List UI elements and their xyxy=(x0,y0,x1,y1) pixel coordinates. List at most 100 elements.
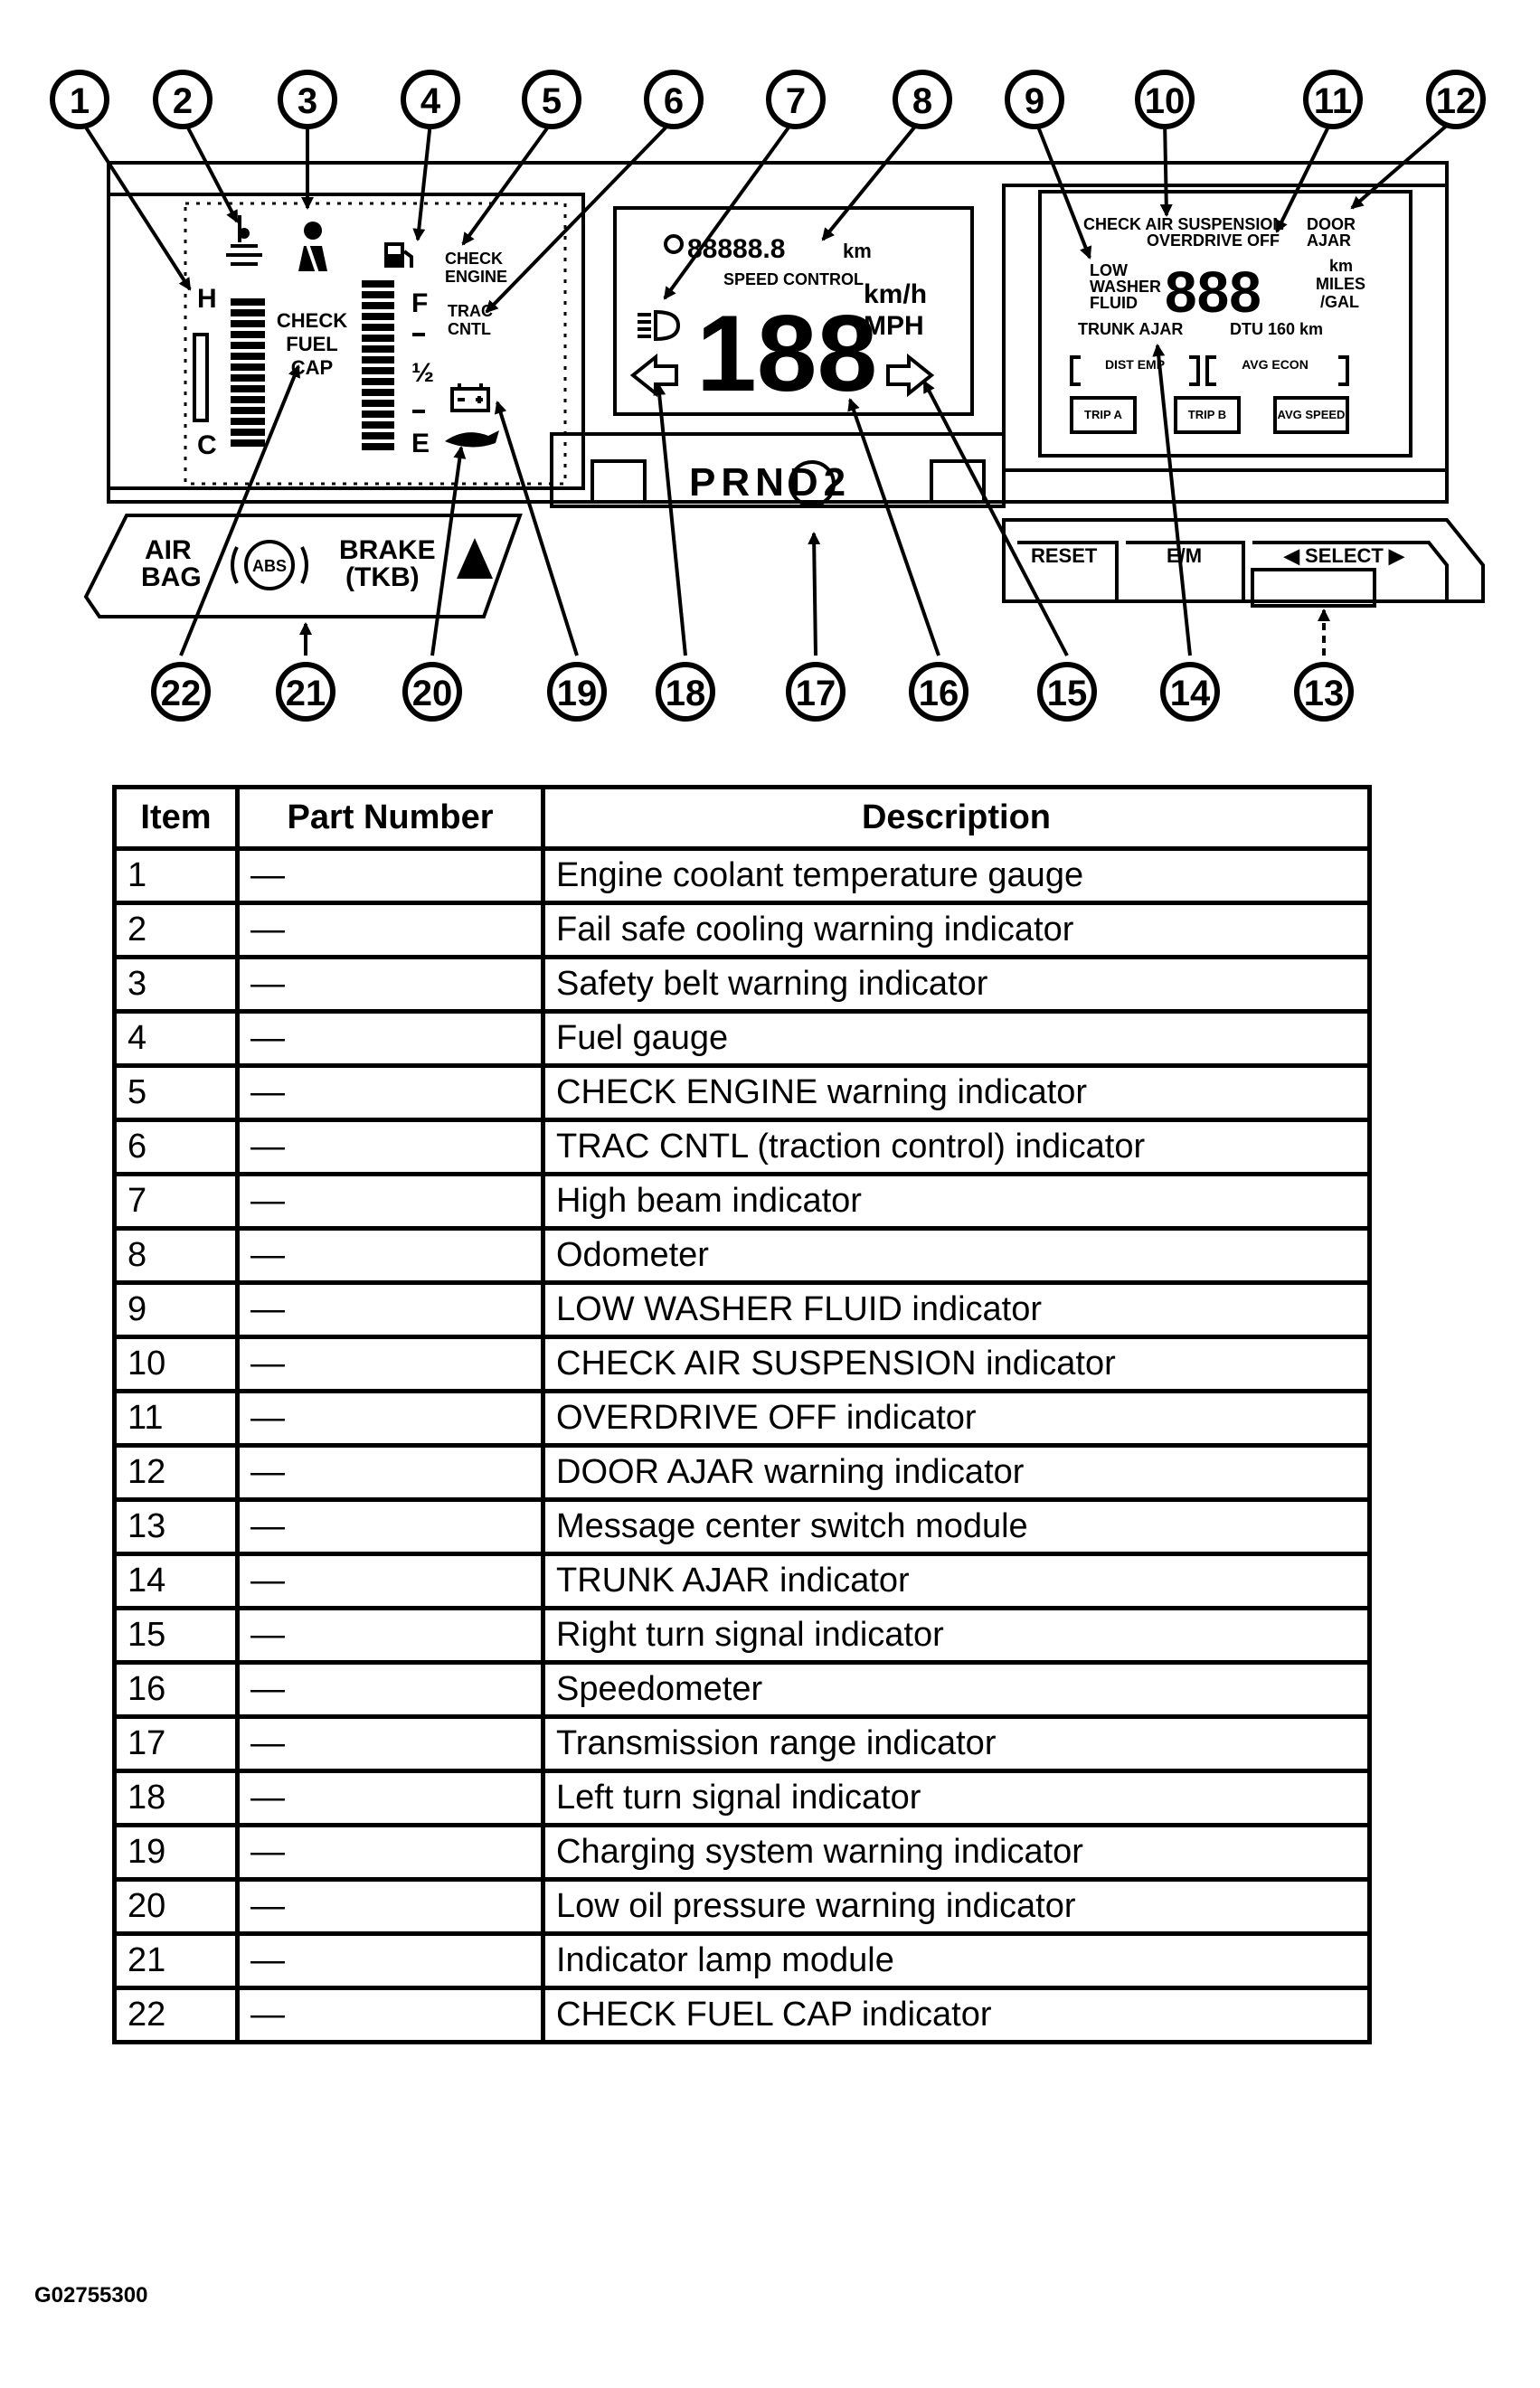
cell-item: 3 xyxy=(112,955,240,1014)
oil-can-icon xyxy=(445,430,499,448)
cell-description: Right turn signal indicator xyxy=(541,1606,1372,1665)
callout-4: 4 xyxy=(401,70,460,129)
instrument-cluster-diagram: H C CHECK FUEL CAP F ½ E CHECK ENG xyxy=(50,70,1486,722)
callout-number: 2 xyxy=(173,81,193,121)
gauge-segment xyxy=(362,356,394,363)
cell-item: 9 xyxy=(112,1280,240,1339)
odometer-unit: km xyxy=(843,240,872,262)
check-fuel-cap-line-2: FUEL xyxy=(286,333,337,355)
cell-item: 18 xyxy=(112,1769,240,1827)
em-switch-label[interactable]: E/M xyxy=(1167,544,1202,567)
cell-part-number: — xyxy=(235,1226,545,1285)
gauge-segment xyxy=(231,353,265,360)
cell-description: Safety belt warning indicator xyxy=(541,955,1372,1014)
select-switch-label[interactable]: ◀ SELECT ▶ xyxy=(1283,544,1405,567)
check-engine-line-1: CHECK xyxy=(445,250,503,268)
cell-part-number: — xyxy=(235,1280,545,1339)
cell-description: Odometer xyxy=(541,1226,1372,1285)
callout-number: 22 xyxy=(161,674,202,713)
fuel-half-label: ½ xyxy=(411,358,434,388)
cell-description: Engine coolant temperature gauge xyxy=(541,846,1372,905)
check-fuel-cap-indicator: CHECK FUEL CAP xyxy=(277,309,347,379)
table-row: 18—Left turn signal indicator xyxy=(112,1769,1372,1827)
callout-17: 17 xyxy=(786,662,846,722)
dist-emp-label: DIST EMP xyxy=(1105,357,1165,372)
fuel-pump-icon xyxy=(384,242,413,268)
callout-circle xyxy=(1135,70,1195,129)
table-row: 22—CHECK FUEL CAP indicator xyxy=(112,1986,1372,2044)
gauge-segment xyxy=(231,374,265,382)
right-turn-arrow-icon xyxy=(886,353,935,398)
check-air-suspension-label: CHECK AIR SUSPENSION xyxy=(1083,215,1284,233)
callout-12: 12 xyxy=(1426,70,1486,129)
figure-id: G02755300 xyxy=(34,2283,148,2308)
table-row: 7—High beam indicator xyxy=(112,1172,1372,1231)
table-row: 9—LOW WASHER FLUID indicator xyxy=(112,1280,1372,1339)
cell-description: CHECK FUEL CAP indicator xyxy=(541,1986,1372,2044)
cell-part-number: — xyxy=(235,1443,545,1502)
callout-circle xyxy=(786,662,846,722)
table-row: 1—Engine coolant temperature gauge xyxy=(112,846,1372,905)
gauge-segment xyxy=(362,378,394,385)
callout-number: 20 xyxy=(412,674,453,713)
leader-lines xyxy=(78,116,1458,656)
callout-number: 13 xyxy=(1304,674,1345,713)
fuel-empty-label: E xyxy=(411,429,430,458)
table-row: 15—Right turn signal indicator xyxy=(112,1606,1372,1665)
legend-header-row: Item Part Number Description xyxy=(112,785,1372,851)
gauge-segment xyxy=(362,400,394,407)
callout-circle xyxy=(276,662,335,722)
table-row: 11—OVERDRIVE OFF indicator xyxy=(112,1389,1372,1448)
callout-18: 18 xyxy=(656,662,715,722)
cell-part-number: — xyxy=(235,901,545,959)
trunk-ajar-label: TRUNK AJAR xyxy=(1078,320,1183,338)
cell-part-number: — xyxy=(235,1009,545,1068)
cluster-housing xyxy=(107,161,1449,508)
callout-circle xyxy=(50,70,109,129)
cell-part-number: — xyxy=(235,1335,545,1393)
odometer-value: 88888.8 xyxy=(687,234,785,264)
check-engine-indicator: CHECK ENGINE xyxy=(445,250,507,286)
callout-circle xyxy=(151,662,211,722)
callout-16: 16 xyxy=(909,662,968,722)
cell-part-number: — xyxy=(235,1118,545,1176)
cell-item: 6 xyxy=(112,1118,240,1176)
cell-part-number: — xyxy=(235,1823,545,1882)
check-engine-line-2: ENGINE xyxy=(445,268,507,286)
air-bag-line-2: BAG xyxy=(141,562,202,592)
callout-10: 10 xyxy=(1135,70,1195,129)
gauge-segment xyxy=(231,320,265,327)
reset-switch-label[interactable]: RESET xyxy=(1031,544,1098,567)
table-row: 20—Low oil pressure warning indicator xyxy=(112,1877,1372,1936)
callout-circle xyxy=(656,662,715,722)
table-row: 21—Indicator lamp module xyxy=(112,1931,1372,1990)
gauge-segment xyxy=(362,324,394,331)
callout-1: 1 xyxy=(50,70,109,129)
callout-circle xyxy=(1037,662,1097,722)
callout-number: 9 xyxy=(1025,81,1044,121)
gauge-segment xyxy=(362,345,394,353)
cell-item: 13 xyxy=(112,1497,240,1556)
table-row: 8—Odometer xyxy=(112,1226,1372,1285)
table-row: 4—Fuel gauge xyxy=(112,1009,1372,1068)
callout-circle xyxy=(644,70,704,129)
callout-number: 10 xyxy=(1145,81,1186,121)
trip-b-label: TRIP B xyxy=(1188,408,1226,421)
message-center-switch-module: RESET E/M ◀ SELECT ▶ xyxy=(1002,518,1485,608)
gauge-segment xyxy=(362,389,394,396)
unit-gal: /GAL xyxy=(1320,293,1359,311)
callout-number: 1 xyxy=(70,81,90,121)
cell-part-number: — xyxy=(235,1931,545,1990)
callout-20: 20 xyxy=(402,662,462,722)
table-row: 16—Speedometer xyxy=(112,1660,1372,1719)
callout-13: 13 xyxy=(1294,662,1354,722)
temp-high-label: H xyxy=(197,284,217,314)
speed-control-label: SPEED CONTROL xyxy=(723,270,864,288)
gauge-segment xyxy=(362,280,394,288)
gauge-segment xyxy=(362,432,394,439)
callout-number: 5 xyxy=(542,81,562,121)
gauge-segment xyxy=(231,418,265,425)
gauge-segment xyxy=(231,407,265,414)
cell-part-number: — xyxy=(235,846,545,905)
high-beam-icon xyxy=(638,309,681,342)
